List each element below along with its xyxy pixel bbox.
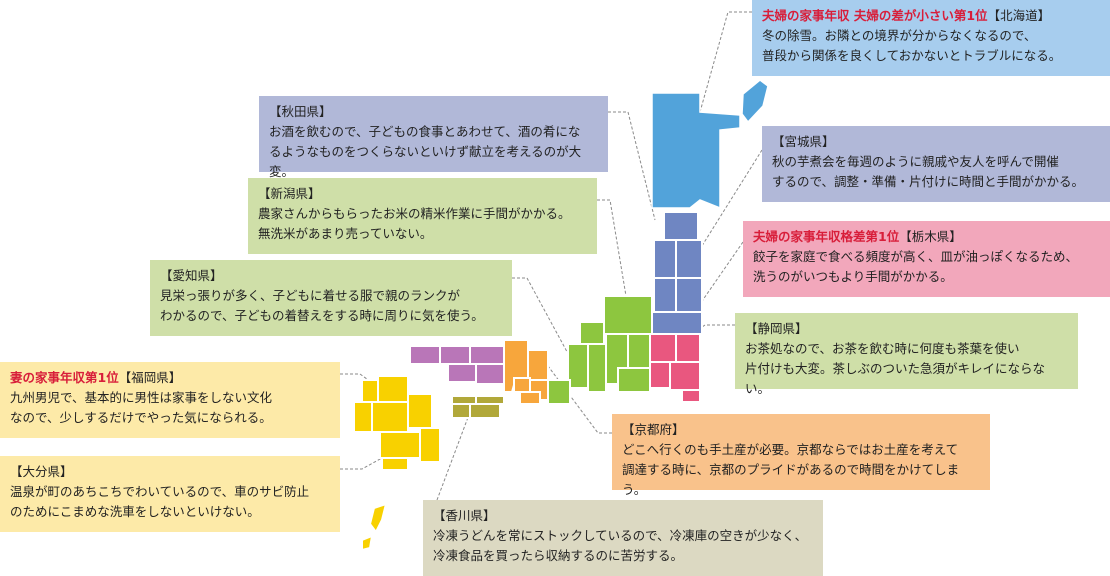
callout-kagawa-body: 冷凍うどんを常にストックしているので、冷凍庫の空きが少なく、 冷凍食品を買ったら…: [433, 528, 808, 563]
leader-fukuoka: [340, 373, 383, 391]
callout-miyagi: 【宮城県】 秋の芋煮会を毎週のように親戚や友人を呼んで開催 するので、調整・準備…: [762, 126, 1110, 202]
callout-niigata-pref: 【新潟県】: [258, 186, 321, 201]
leader-akita: [608, 111, 656, 221]
callout-fukuoka-pref: 【福岡県】: [118, 370, 182, 385]
callout-tochigi-pref: 【栃木県】: [899, 229, 962, 244]
callout-oita: 【大分県】 温泉が町のあちこちでわいているので、車のサビ防止 のためにこまめな洗…: [0, 456, 340, 532]
callout-shizuoka: 【静岡県】 お茶処なので、お茶を飲む時に何度も茶葉を使い 片付けも大変。茶しぶの…: [735, 313, 1078, 396]
callout-shizuoka-body: お茶処なので、お茶を飲む時に何度も茶葉を使い 片付けも大変。茶しぶのついた急須が…: [745, 341, 1046, 396]
leader-lines: [340, 11, 763, 501]
callout-tochigi-highlight: 夫婦の家事年収格差第1位: [753, 229, 900, 244]
callout-aichi-pref: 【愛知県】: [160, 268, 223, 283]
leader-miyagi: [689, 149, 763, 266]
callout-kyoto-body: どこへ行くのも手土産が必要。京都ならではお土産を考えて 調達する時に、京都のプラ…: [622, 442, 960, 497]
callout-oita-body: 温泉が町のあちこちでわいているので、車のサビ防止 のためにこまめな洗車をしないと…: [10, 484, 310, 519]
callout-aichi-body: 見栄っ張りが多く、子どもに着せる服で親のランクが わかるので、子どもの着替えをす…: [160, 288, 484, 323]
callout-kyoto: 【京都府】 どこへ行くのも手土産が必要。京都ならではお土産を考えて 調達する時に…: [612, 414, 990, 497]
callout-niigata: 【新潟県】 農家さんからもらったお米の精米作業に手間がかかる。 無洗米があまり売…: [248, 178, 597, 254]
callout-hokkaido-pref: 【北海道】: [987, 8, 1051, 23]
callout-oita-pref: 【大分県】: [10, 464, 73, 479]
leader-aichi: [512, 277, 579, 373]
callout-akita: 【秋田県】 お酒を飲むので、子どもの食事とあわせて、酒の肴にな るようなものをつ…: [259, 96, 608, 179]
callout-akita-pref: 【秋田県】: [269, 104, 332, 119]
callout-fukuoka-body: 九州男児で、基本的に男性は家事をしない文化 なので、少しするだけでやった気になら…: [10, 390, 273, 425]
leader-kagawa: [436, 411, 471, 501]
callout-tochigi-body: 餃子を家庭で食べる頻度が高く、皿が油っぽくなるため、 洗うのがいつもより手間がか…: [753, 249, 1079, 284]
callout-kagawa: 【香川県】 冷凍うどんを常にストックしているので、冷凍庫の空きが少なく、 冷凍食…: [423, 500, 823, 576]
callout-miyagi-body: 秋の芋煮会を毎週のように親戚や友人を呼んで開催 するので、調整・準備・片付けに時…: [772, 154, 1085, 189]
callout-fukuoka-highlight: 妻の家事年収第1位: [10, 370, 119, 385]
callout-hokkaido: 夫婦の家事年収 夫婦の差が小さい第1位【北海道】 冬の除雪。お隣との境界が分から…: [752, 0, 1110, 76]
callout-fukuoka: 妻の家事年収第1位【福岡県】 九州男児で、基本的に男性は家事をしない文化 なので…: [0, 362, 340, 438]
region-tohoku: [651, 211, 703, 335]
leader-niigata: [597, 199, 631, 321]
callout-niigata-body: 農家さんからもらったお米の精米作業に手間がかかる。 無洗米があまり売っていない。: [258, 206, 571, 241]
callout-tochigi: 夫婦の家事年収格差第1位【栃木県】 餃子を家庭で食べる頻度が高く、皿が油っぽくな…: [743, 221, 1110, 297]
region-shikoku: [451, 395, 505, 419]
callout-kagawa-pref: 【香川県】: [433, 508, 496, 523]
callout-akita-body: お酒を飲むので、子どもの食事とあわせて、酒の肴にな るようなものをつくらないとい…: [269, 124, 582, 179]
region-kyushu: [353, 375, 441, 552]
leader-tochigi: [681, 241, 744, 331]
region-chubu: [547, 295, 653, 405]
callout-hokkaido-highlight: 夫婦の家事年収 夫婦の差が小さい第1位: [762, 8, 988, 23]
region-kanto: [649, 333, 701, 403]
callout-shizuoka-pref: 【静岡県】: [745, 321, 808, 336]
callout-hokkaido-body: 冬の除雪。お隣との境界が分からなくなるので、 普段から関係を良くしておかないとト…: [762, 28, 1062, 63]
region-kinki: [503, 339, 549, 405]
callout-kyoto-pref: 【京都府】: [622, 422, 685, 437]
leader-hokkaido: [699, 11, 752, 113]
region-hokkaido: [651, 79, 769, 210]
callout-aichi: 【愛知県】 見栄っ張りが多く、子どもに着せる服で親のランクが わかるので、子ども…: [150, 260, 512, 336]
callout-miyagi-pref: 【宮城県】: [772, 134, 835, 149]
region-chugoku: [409, 345, 505, 385]
